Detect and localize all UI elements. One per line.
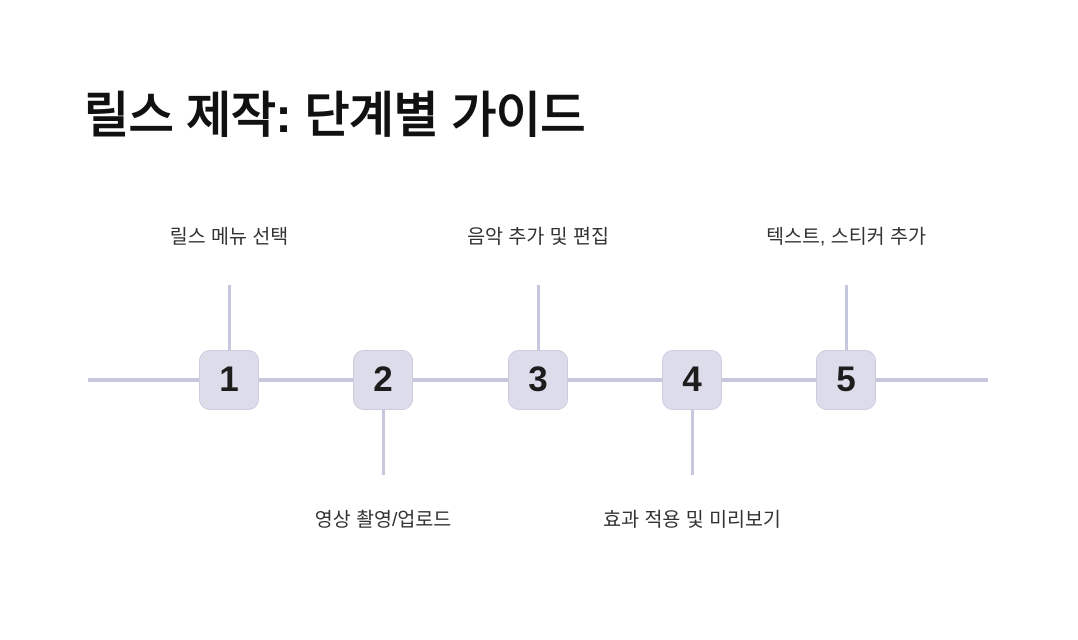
connector-stem-step-1 (227, 285, 231, 351)
step-label-1: 릴스 메뉴 선택 (169, 226, 289, 248)
step-number-5: 5 (836, 359, 856, 399)
step-number-1: 1 (219, 359, 239, 399)
connector-stem-step-4 (690, 409, 694, 475)
step-label-2: 영상 촬영/업로드 (314, 509, 452, 531)
connector-stem-step-3 (536, 285, 540, 351)
timeline-node-step-5[interactable]: 5 (816, 350, 876, 410)
step-label-5: 텍스트, 스티커 추가 (766, 226, 926, 248)
step-number-4: 4 (682, 359, 702, 399)
timeline-node-step-4[interactable]: 4 (662, 350, 722, 410)
connector-stem-step-5 (844, 285, 848, 351)
step-number-2: 2 (373, 359, 393, 399)
page-title: 릴스 제작: 단계별 가이드 (84, 89, 585, 143)
timeline-node-step-3[interactable]: 3 (508, 350, 568, 410)
timeline-node-step-2[interactable]: 2 (353, 350, 413, 410)
timeline-node-step-1[interactable]: 1 (199, 350, 259, 410)
step-number-3: 3 (528, 359, 548, 399)
connector-stem-step-2 (381, 409, 385, 475)
step-label-4: 효과 적용 및 미리보기 (603, 509, 781, 531)
step-label-3: 음악 추가 및 편집 (467, 226, 609, 248)
